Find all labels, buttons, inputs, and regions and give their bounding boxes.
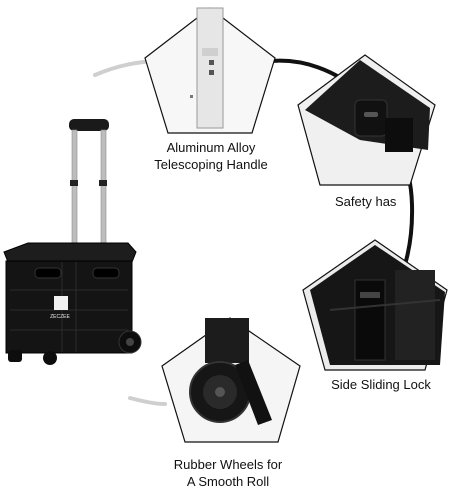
handle-label-line1: Aluminum Alloy bbox=[166, 140, 256, 155]
folding-cart-product: ZECZEE bbox=[3, 119, 142, 365]
wheels-label-line2: A Smooth Roll bbox=[186, 474, 270, 489]
handle-label-line2: Telescoping Handle bbox=[154, 157, 268, 172]
handle-label: Aluminum Alloy Telescoping Handle bbox=[145, 139, 277, 173]
wheels-callout-pentagon bbox=[161, 317, 301, 443]
side-lock-callout-pentagon bbox=[302, 239, 448, 371]
lock-label-line1: Side Sliding Lock bbox=[331, 377, 431, 392]
safety-label: Safety has bbox=[335, 193, 449, 210]
connector-curve-bottom bbox=[128, 396, 167, 406]
wheels-label: Rubber Wheels for A Smooth Roll bbox=[158, 456, 298, 490]
lock-label: Side Sliding Lock bbox=[315, 376, 447, 393]
safety-label-line1: Safety has bbox=[335, 194, 397, 209]
brand-logo: ZECZEE bbox=[50, 314, 70, 320]
handle-callout-pentagon bbox=[144, 7, 276, 134]
wheels-label-line1: Rubber Wheels for bbox=[173, 457, 283, 472]
safety-hasp-callout-pentagon bbox=[297, 54, 436, 186]
